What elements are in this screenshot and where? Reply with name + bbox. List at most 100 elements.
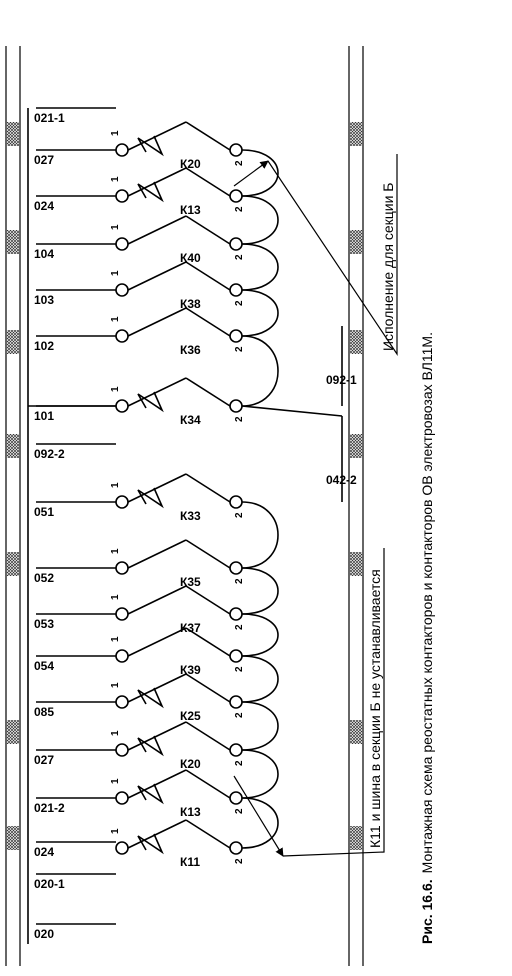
contactor-name: К20 [180,757,201,771]
pin-2-label: 2 [234,346,245,352]
wire-label: 021-1 [34,111,65,125]
contactor-6: 1 2 К35 [110,539,245,589]
contact-arm [127,673,187,703]
pin-1-label: 1 [110,548,121,554]
pin-1-label: 1 [110,130,121,136]
terminal-1 [115,399,129,413]
wire-label: 085 [34,705,54,719]
figure-number: Рис. 16.6. [419,879,435,944]
jumper-wire [241,567,279,615]
pin-2-label: 2 [234,160,245,166]
pin-2-label: 2 [234,512,245,518]
bus-042-2-riser [241,405,343,417]
wire-label: 101 [34,409,54,423]
terminal-1 [115,649,129,663]
pin-1-label: 1 [110,828,121,834]
contact-arm [127,539,187,569]
terminal-1 [115,283,129,297]
terminal-2 [229,237,243,251]
jumper-wire [241,701,279,751]
pin-1-label: 1 [110,386,121,392]
contactor-name: К13 [180,203,201,217]
terminal-2 [229,695,243,709]
terminal-1 [115,791,129,805]
contact-arm [127,585,187,615]
contact-arm [127,167,187,197]
terminal-2 [229,561,243,575]
wire-label: 054 [34,659,54,673]
pin-2-label: 2 [234,760,245,766]
pin-1-label: 1 [110,270,121,276]
jumpers [241,149,279,849]
jumper-wire [241,243,279,291]
wire-label: 053 [34,617,54,631]
contactor-name: К38 [180,297,201,311]
note-arrows [233,154,398,857]
pin-2-label: 2 [234,578,245,584]
terminal-2 [229,743,243,757]
blowout-coil [137,181,164,203]
terminal-1 [115,189,129,203]
contactor-name: К20 [180,157,201,171]
pin-1-label: 1 [110,682,121,688]
terminal-1 [115,695,129,709]
jumper-wire [241,501,279,569]
blowout-coil [137,487,164,509]
contact-arm [185,377,231,407]
wire-label: 021-2 [34,801,65,815]
contact-arm [127,769,187,799]
contact-arm [127,121,187,151]
wire-label: 024 [34,845,54,859]
right-buses: 042-2 092-1 [241,326,357,502]
terminal-1 [115,561,129,575]
figure-caption: Рис. 16.6. Монтажная схема реостатных кон… [419,332,435,944]
pin-2-label: 2 [234,858,245,864]
wire-label: 042-2 [326,473,357,487]
jumper-wire [241,613,279,657]
contactor-name: К39 [180,663,201,677]
contact-arm [127,721,187,751]
terminal-2 [229,283,243,297]
jumper-wire [241,149,279,197]
jumper-wire [241,797,279,849]
contact-arm [185,585,231,615]
wire-label: 102 [34,339,54,353]
pin-1-label: 1 [110,316,121,322]
wire-label: 104 [34,247,54,261]
contact-arm [185,769,231,799]
contact-arm [127,377,187,407]
wire-label: 027 [34,153,54,167]
wire-label: 092-2 [34,447,65,461]
contact-arm [185,121,231,151]
wire-label: 092-1 [326,373,357,387]
note-section-b: Исполнение для секции Б [380,183,396,352]
contact-arm [127,307,187,337]
blowout-coil [137,833,164,855]
blowout-coil [137,135,164,157]
pin-2-label: 2 [234,666,245,672]
contactor-name: К35 [180,575,201,589]
jumper-wire [241,289,279,337]
pin-2-label: 2 [234,712,245,718]
jumper-wire [241,749,279,799]
frame-hatch [7,122,362,850]
terminal-1 [115,329,129,343]
contactor-name: К37 [180,621,201,635]
figure-text: Монтажная схема реостатных контакторов и… [419,332,435,873]
wire-label: 103 [34,293,54,307]
note-k11: К11 и шина в секции Б не устанавливается [367,569,383,848]
blowout-coil [137,783,164,805]
wire-label: 020 [34,927,54,941]
pin-2-label: 2 [234,808,245,814]
contact-arm [127,819,187,849]
pin-1-label: 1 [110,176,121,182]
